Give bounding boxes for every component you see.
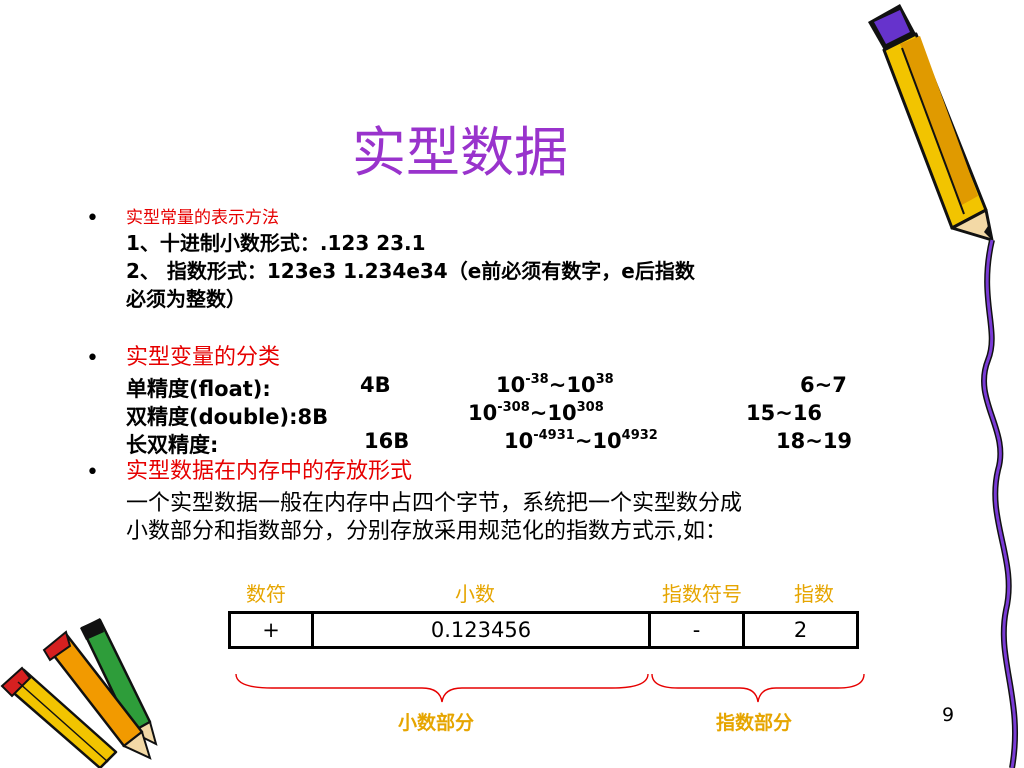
bullet-marker: • xyxy=(86,346,99,371)
type-name: 单精度(float): xyxy=(126,377,271,401)
byte-size: 4B xyxy=(360,373,391,397)
slide-title: 实型数据 xyxy=(352,121,568,184)
significant-digits: 6~7 xyxy=(800,373,847,397)
exponent-brace xyxy=(651,673,865,703)
type-name: 双精度(double):8B xyxy=(126,405,329,429)
exponent-label: 指数 xyxy=(794,582,834,606)
bullet-marker: • xyxy=(86,206,99,231)
exponent-sign-cell: - xyxy=(651,614,745,646)
significant-digits: 15~16 xyxy=(746,401,823,425)
type-name: 长双精度: xyxy=(126,433,219,457)
exponent-cell: 2 xyxy=(793,618,808,642)
fraction-label: 小数 xyxy=(455,582,495,606)
bullet-line: 2、 指数形式：123e3 1.234e34（e前必须有数字，e后指数 xyxy=(126,259,695,283)
sign-cell: + xyxy=(231,614,314,646)
bullet-heading: 实型变量的分类 xyxy=(126,345,281,370)
bullet-marker: • xyxy=(86,460,99,485)
sign-label: 数符 xyxy=(246,582,286,606)
significant-digits: 18~19 xyxy=(776,429,853,453)
page-number: 9 xyxy=(942,704,955,726)
bullet-line: 1、十进制小数形式：.123 23.1 xyxy=(126,231,426,255)
bullet-heading: 实型常量的表示方法 xyxy=(126,208,279,228)
bullet-line: 必须为整数） xyxy=(126,287,246,311)
exponent-sign-label: 指数符号 xyxy=(662,582,742,606)
value-range: 10-308~10308 xyxy=(468,400,604,425)
bullet-heading: 实型数据在内存中的存放形式 xyxy=(126,459,413,484)
storage-layout-table: + 0.123456 - 2 xyxy=(228,611,859,649)
bullet-line: 一个实型数据一般在内存中占四个字节，系统把一个实型数分成 xyxy=(126,491,743,516)
bullet-line: 小数部分和指数部分，分别存放采用规范化的指数方式示,如： xyxy=(126,519,727,544)
pencil-group-icon xyxy=(0,618,158,768)
pencil-icon xyxy=(868,4,1018,768)
value-range: 10-4931~104932 xyxy=(504,428,658,453)
value-range: 10-38~1038 xyxy=(496,372,614,397)
fraction-brace xyxy=(235,673,649,703)
fraction-part-label: 小数部分 xyxy=(398,712,475,734)
byte-size: 16B xyxy=(364,429,410,453)
fraction-cell: 0.123456 xyxy=(314,614,651,646)
exponent-part-label: 指数部分 xyxy=(716,712,793,734)
